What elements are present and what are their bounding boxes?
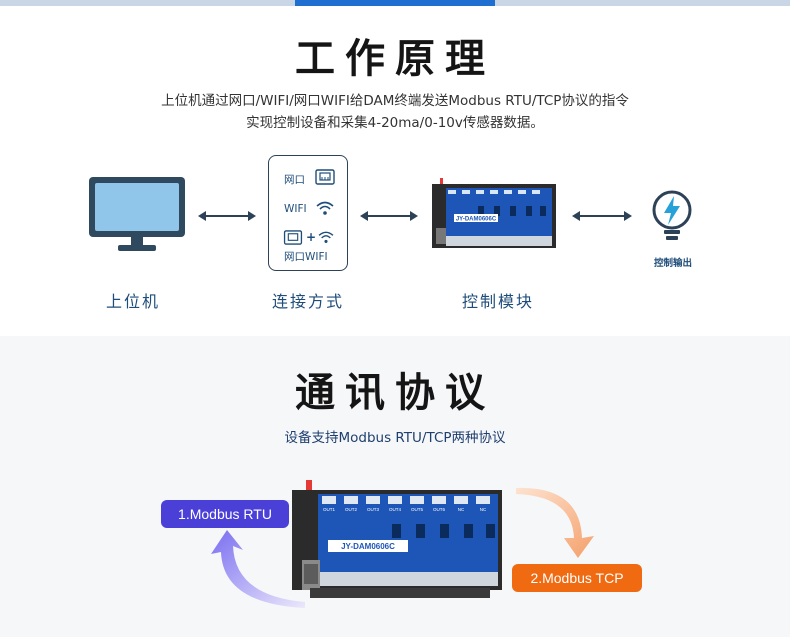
lightning-bolt-icon <box>652 190 692 240</box>
top-divider-accent <box>295 0 495 6</box>
protocol-title: 通讯协议 <box>295 370 495 416</box>
protocol-desc: 设备支持Modbus RTU/TCP两种协议 <box>284 430 506 446</box>
protocol-module-image: OUT1 OUT2 OUT3 OUT4 OUT5 OUT6 NC NC JY-D… <box>292 480 502 598</box>
double-arrow-icon <box>572 211 632 221</box>
output-label: OUT2 <box>345 507 357 512</box>
output-label: OUT5 <box>411 507 423 512</box>
module-model-text: JY-DAM0606C <box>456 217 497 223</box>
modbus-rtu-badge: 1.Modbus RTU <box>161 500 289 528</box>
ethernet-port-icon <box>283 230 303 245</box>
conn-wifi-label: WIFI <box>284 203 307 215</box>
label-module: 控制模块 <box>461 292 534 311</box>
conn-ethernet-wifi-label: 网口WIFI <box>284 251 328 263</box>
output-label: NC <box>458 507 465 512</box>
double-arrow-icon <box>198 211 256 221</box>
conn-plus-sign: + <box>306 230 317 244</box>
output-label: OUT3 <box>367 507 379 512</box>
label-connection: 连接方式 <box>271 292 344 311</box>
label-host: 上位机 <box>105 292 160 311</box>
connection-options-card: 网口 WIFI + 网口WIFI <box>268 155 348 271</box>
monitor-icon <box>89 177 185 251</box>
working-principle-desc-line1: 上位机通过网口/WIFI/网口WIFI给DAM终端发送Modbus RTU/TC… <box>161 93 629 109</box>
modbus-tcp-badge: 2.Modbus TCP <box>512 564 642 592</box>
control-module-image: JY-DAM0606C <box>432 178 556 248</box>
rtu-curved-arrow-icon <box>211 530 305 608</box>
ethernet-port-icon <box>315 169 335 185</box>
double-arrow-icon <box>360 211 418 221</box>
output-label: NC <box>480 507 487 512</box>
label-output: 控制输出 <box>653 258 692 269</box>
output-label: OUT6 <box>433 507 445 512</box>
working-principle-title: 工作原理 <box>295 36 495 82</box>
wifi-icon <box>318 231 334 243</box>
working-principle-section <box>0 6 790 336</box>
tcp-curved-arrow-icon <box>516 487 594 558</box>
working-principle-desc-line2: 实现控制设备和采集4-20ma/0-10v传感器数据。 <box>246 115 544 131</box>
module-model-text: JY-DAM0606C <box>341 542 395 551</box>
output-label: OUT1 <box>323 507 335 512</box>
wifi-icon <box>316 201 334 215</box>
output-label: OUT4 <box>389 507 401 512</box>
conn-ethernet-label: 网口 <box>284 174 305 186</box>
